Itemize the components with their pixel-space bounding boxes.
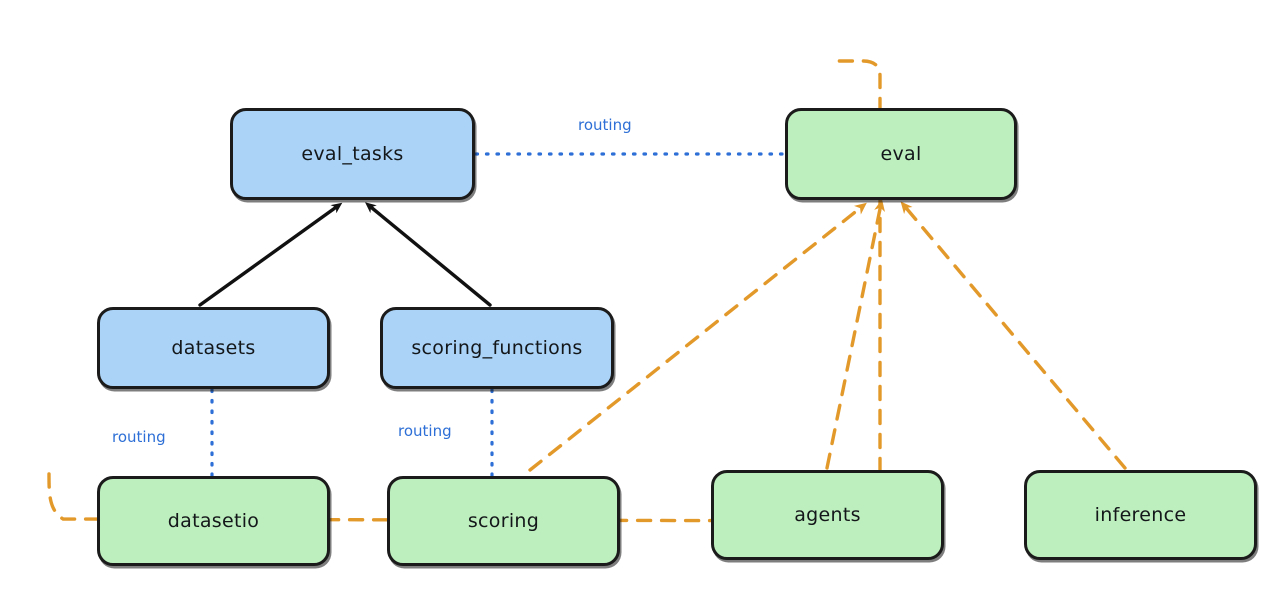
node-inference[interactable]: inference	[1024, 470, 1257, 560]
node-datasets[interactable]: datasets	[97, 307, 330, 389]
node-scoring[interactable]: scoring	[387, 476, 620, 566]
node-eval[interactable]: eval	[785, 108, 1017, 200]
edge-label-routing-eval-tasks-eval: routing	[578, 116, 632, 134]
node-label-scoring: scoring	[467, 510, 540, 532]
node-label-inference: inference	[1094, 504, 1187, 526]
edge-label-routing-datasets-datasetio: routing	[112, 428, 166, 446]
node-label-scoring-functions: scoring_functions	[411, 337, 583, 359]
node-label-eval-tasks: eval_tasks	[301, 143, 404, 165]
node-datasetio[interactable]: datasetio	[97, 476, 330, 566]
node-scoring-functions[interactable]: scoring_functions	[380, 307, 614, 389]
node-label-datasetio: datasetio	[167, 510, 260, 532]
edge-scoring-functions-to-eval-tasks	[365, 202, 492, 307]
node-label-agents: agents	[794, 504, 861, 526]
edge-label-routing-scoring-functions-scoring: routing	[398, 422, 452, 440]
node-agents[interactable]: agents	[711, 470, 944, 560]
edge-inference-to-eval	[900, 201, 1127, 470]
edge-agents-to-eval	[825, 199, 885, 470]
node-eval-tasks[interactable]: eval_tasks	[230, 108, 475, 200]
edge-datasets-to-eval-tasks	[198, 202, 343, 307]
node-label-datasets: datasets	[171, 337, 256, 359]
node-label-eval: eval	[880, 143, 922, 165]
edge-scoring-to-eval	[528, 202, 867, 472]
